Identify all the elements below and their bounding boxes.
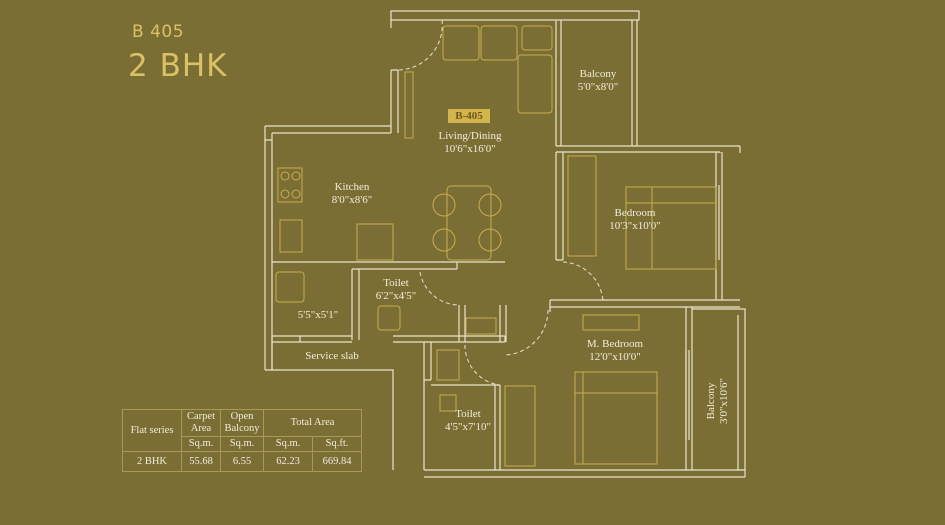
unit-carpet: Sq.m. bbox=[181, 436, 221, 452]
room-size: 5'5"x5'1" bbox=[297, 309, 339, 321]
room-size: 10'3"x10'0" bbox=[609, 220, 661, 232]
cell-carpet: 55.68 bbox=[181, 451, 221, 472]
cell-total-sqm: 62.23 bbox=[263, 451, 313, 472]
walls bbox=[264, 10, 746, 478]
room-name: Toilet bbox=[383, 277, 409, 289]
header-flat-series: Flat series bbox=[122, 409, 182, 452]
room-name: Kitchen bbox=[334, 181, 370, 193]
room-bedroom: Bedroom 10'3"x10'0" bbox=[603, 207, 667, 233]
room-toilet-1: Toilet 6'2"x4'5" bbox=[368, 277, 424, 303]
cell-balcony: 6.55 bbox=[220, 451, 264, 472]
area-table: Flat series Carpet Area Open Balcony Tot… bbox=[122, 409, 362, 472]
unit-total-sqm: Sq.m. bbox=[263, 436, 313, 452]
room-kitchen: Kitchen 8'0"x8'6" bbox=[322, 181, 382, 207]
room-name: Toilet bbox=[455, 408, 481, 420]
room-size: 3'0"x10'6" bbox=[718, 378, 730, 424]
header-carpet: Carpet Area bbox=[181, 409, 221, 437]
cell-series: 2 BHK bbox=[122, 451, 182, 472]
room-name: Service slab bbox=[305, 350, 359, 362]
room-name: Living/Dining bbox=[438, 130, 502, 142]
room-balcony-side: Balcony 3'0"x10'6" bbox=[705, 366, 731, 436]
room-size: 12'0"x10'0" bbox=[589, 351, 641, 363]
room-utility: 5'5"x5'1" bbox=[292, 309, 344, 322]
unit-total-sqft: Sq.ft. bbox=[312, 436, 362, 452]
unit-badge: B-405 bbox=[448, 109, 490, 123]
door-swings bbox=[397, 19, 604, 386]
room-size: 10'6"x16'0" bbox=[444, 143, 496, 155]
header-open-balcony: Open Balcony bbox=[220, 409, 264, 437]
room-service-slab: Service slab bbox=[298, 350, 366, 363]
room-name: Balcony bbox=[579, 68, 617, 80]
room-name: Balcony bbox=[705, 382, 717, 420]
header-total-area: Total Area bbox=[263, 409, 362, 437]
unit-balcony: Sq.m. bbox=[220, 436, 264, 452]
room-size: 5'0"x8'0" bbox=[577, 81, 619, 93]
unit-type: 2 BHK bbox=[128, 48, 228, 84]
room-living: Living/Dining 10'6"x16'0" bbox=[432, 130, 508, 156]
unit-number: B 405 bbox=[132, 22, 185, 42]
room-size: 8'0"x8'6" bbox=[331, 194, 373, 206]
room-toilet-2: Toilet 4'5"x7'10" bbox=[440, 408, 496, 434]
furniture bbox=[275, 25, 717, 467]
room-name: M. Bedroom bbox=[586, 338, 644, 350]
cell-total-sqft: 669.84 bbox=[312, 451, 362, 472]
room-balcony-top: Balcony 5'0"x8'0" bbox=[568, 68, 628, 94]
room-name: Bedroom bbox=[614, 207, 656, 219]
room-size: 6'2"x4'5" bbox=[375, 290, 417, 302]
room-master-bedroom: M. Bedroom 12'0"x10'0" bbox=[577, 338, 653, 364]
room-size: 4'5"x7'10" bbox=[445, 421, 491, 433]
